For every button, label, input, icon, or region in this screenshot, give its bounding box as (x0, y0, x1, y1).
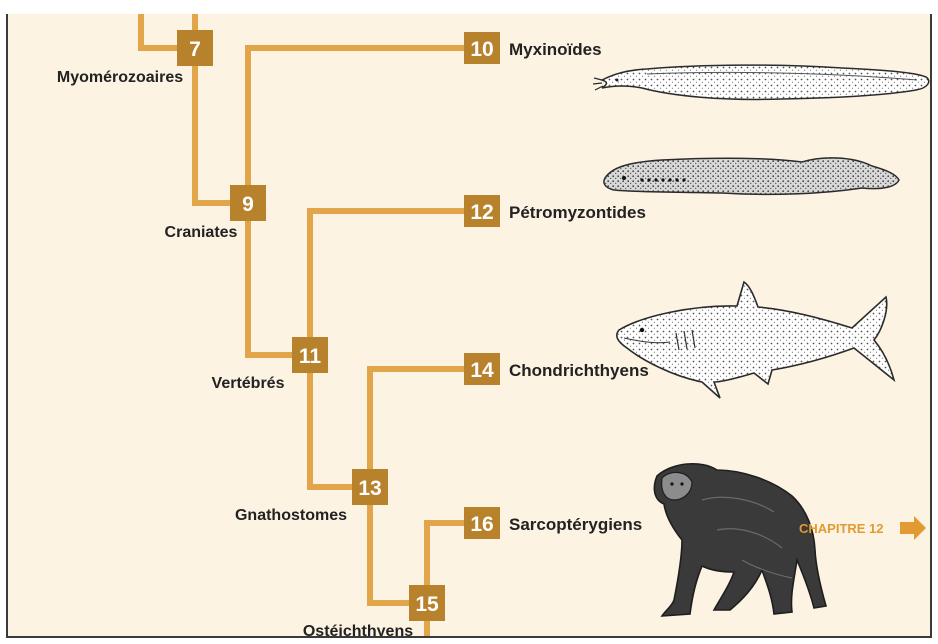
branch-11-to-13 (310, 355, 370, 487)
node-7-label: Myomérozoaires (57, 69, 183, 86)
terminal-12-label: Pétromyzontides (509, 203, 646, 222)
node-7: 7 Myomérozoaires (57, 30, 213, 86)
node-15: 15 Ostéichthyens (303, 585, 445, 638)
cladogram-panel: 7 Myomérozoaires 9 Craniates 11 Vertébré… (6, 14, 932, 638)
shark-illustration (617, 282, 894, 398)
branch-9-to-11 (248, 203, 310, 355)
terminal-14-label: Chondrichthyens (509, 361, 649, 380)
chapter-link-label: CHAPITRE 12 (799, 521, 884, 536)
terminal-14-number: 14 (470, 359, 494, 382)
lamprey-illustration (604, 158, 899, 194)
node-9-number: 9 (242, 193, 254, 216)
node-11-number: 11 (299, 345, 322, 368)
node-9-label: Craniates (165, 224, 238, 241)
chimpanzee-illustration (654, 464, 826, 616)
node-11-label: Vertébrés (212, 375, 285, 392)
node-7-number: 7 (189, 38, 201, 61)
node-15-label: Ostéichthyens (303, 623, 413, 638)
terminal-10-number: 10 (470, 38, 493, 61)
terminal-16-label: Sarcoptérygiens (509, 515, 642, 534)
terminal-16-number: 16 (470, 513, 493, 536)
terminal-12-number: 12 (470, 201, 493, 224)
branch-lines (141, 14, 480, 638)
terminal-10-label: Myxinoïdes (509, 40, 602, 59)
terminal-12: 12 Pétromyzontides (464, 195, 646, 227)
node-15-number: 15 (415, 593, 439, 616)
hagfish-illustration (593, 65, 929, 99)
cladogram: 7 Myomérozoaires 9 Craniates 11 Vertébré… (8, 14, 932, 638)
node-13-number: 13 (358, 477, 381, 500)
terminal-10: 10 Myxinoïdes (464, 32, 602, 64)
terminal-16: 16 Sarcoptérygiens (464, 507, 642, 539)
branch-7-to-9 (195, 48, 248, 203)
terminal-14: 14 Chondrichthyens (464, 353, 649, 385)
arrow-right-icon (900, 516, 926, 540)
node-13-label: Gnathostomes (235, 507, 347, 524)
chapter-link[interactable]: CHAPITRE 12 (799, 516, 926, 540)
branch-9-to-10 (248, 48, 480, 203)
branch-11-to-12 (310, 211, 480, 355)
